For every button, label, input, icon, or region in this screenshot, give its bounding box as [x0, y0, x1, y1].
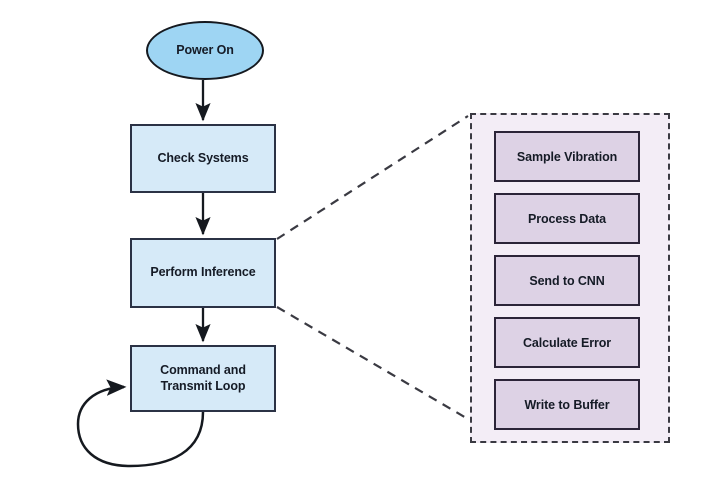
- node-check-systems[interactable]: Check Systems: [130, 124, 276, 193]
- detail-step-list: Sample Vibration Process Data Send to CN…: [494, 131, 640, 430]
- dashed-connector-bottom: [276, 306, 469, 420]
- detail-step-sample-vibration[interactable]: Sample Vibration: [494, 131, 640, 182]
- detail-step-send-to-cnn[interactable]: Send to CNN: [494, 255, 640, 306]
- detail-step-calculate-error[interactable]: Calculate Error: [494, 317, 640, 368]
- node-perform-inference[interactable]: Perform Inference: [130, 238, 276, 308]
- edge-command-loop-self-loop: [76, 379, 205, 468]
- detail-step-label: Write to Buffer: [524, 397, 610, 412]
- detail-step-label: Send to CNN: [529, 273, 605, 288]
- detail-step-process-data[interactable]: Process Data: [494, 193, 640, 244]
- detail-step-label: Process Data: [527, 211, 606, 226]
- node-power-on[interactable]: Power On: [146, 21, 264, 80]
- node-command-loop-label-line1: Command and: [160, 362, 246, 377]
- detail-step-label: Sample Vibration: [516, 149, 618, 164]
- node-check-systems-label: Check Systems: [157, 150, 249, 165]
- node-perform-inference-label: Perform Inference: [150, 265, 256, 280]
- node-power-on-label: Power On: [176, 42, 234, 57]
- node-command-loop-label-line2: Transmit Loop: [160, 378, 246, 393]
- detail-step-label: Calculate Error: [522, 335, 612, 350]
- node-command-loop-label: Command and Transmit Loop: [160, 363, 246, 394]
- dashed-connector-top: [276, 115, 469, 240]
- node-command-and-transmit-loop[interactable]: Command and Transmit Loop: [130, 345, 276, 412]
- detail-step-write-to-buffer[interactable]: Write to Buffer: [494, 379, 640, 430]
